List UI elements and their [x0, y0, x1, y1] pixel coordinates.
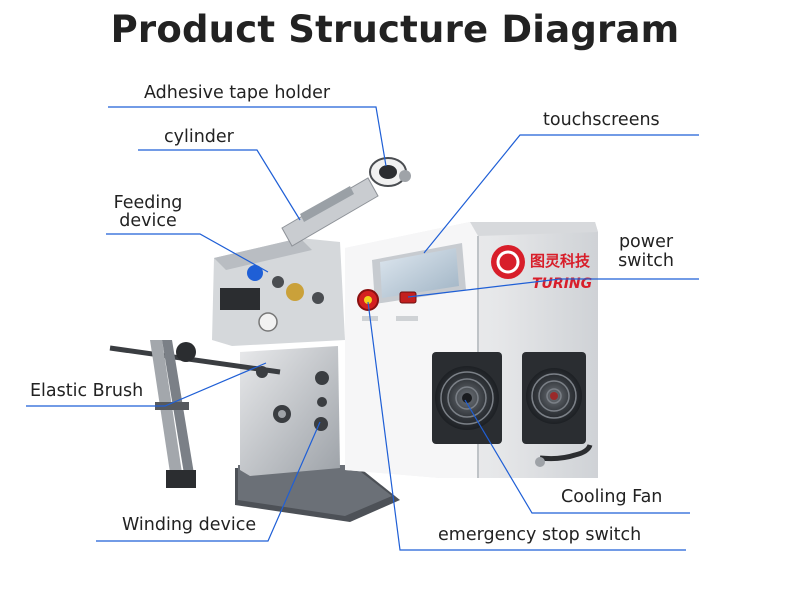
label-power-switch-line2: switch [618, 251, 674, 271]
leader-power-switch [407, 278, 699, 298]
feeding-device [212, 238, 345, 346]
leader-feeding-device [106, 233, 269, 273]
adhesive-tape-holder [369, 157, 411, 187]
leader-touchscreens [423, 134, 699, 254]
label-feeding-device-line1: Feeding [113, 193, 183, 213]
diagram-title: Product Structure Diagram [110, 8, 680, 51]
label-cooling-fan: Cooling Fan [561, 487, 663, 507]
leader-cooling-fan [464, 399, 690, 514]
power-cable [539, 444, 593, 462]
leader-elastic-brush [26, 362, 267, 407]
control-buttons [357, 289, 418, 321]
cylinder [281, 177, 379, 247]
leader-lines [26, 106, 699, 551]
leader-adhesive-tape-holder [108, 106, 387, 167]
label-adhesive-tape-holder: Adhesive tape holder [144, 83, 331, 103]
cooling-fans [432, 352, 586, 444]
touchscreen-panel [372, 243, 466, 304]
leader-emergency-stop-switch [367, 301, 686, 551]
base-plate [235, 465, 400, 522]
label-cylinder: cylinder [164, 127, 234, 147]
label-winding-device: Winding device [122, 515, 257, 535]
label-feeding-device-line2: device [119, 211, 177, 231]
label-touchscreens: touchscreens [543, 110, 660, 130]
label-emergency-stop-switch: emergency stop switch [438, 525, 642, 545]
leader-winding-device [96, 421, 321, 542]
label-elastic-brush: Elastic Brush [30, 381, 144, 401]
winding-device [240, 346, 340, 476]
brand-logo: 图灵科技 TURING [491, 245, 592, 292]
brand-logo-text: 图灵科技 [530, 252, 591, 270]
elastic-brush [109, 340, 281, 488]
label-power-switch-line1: power [618, 232, 674, 252]
leader-cylinder [138, 149, 301, 221]
